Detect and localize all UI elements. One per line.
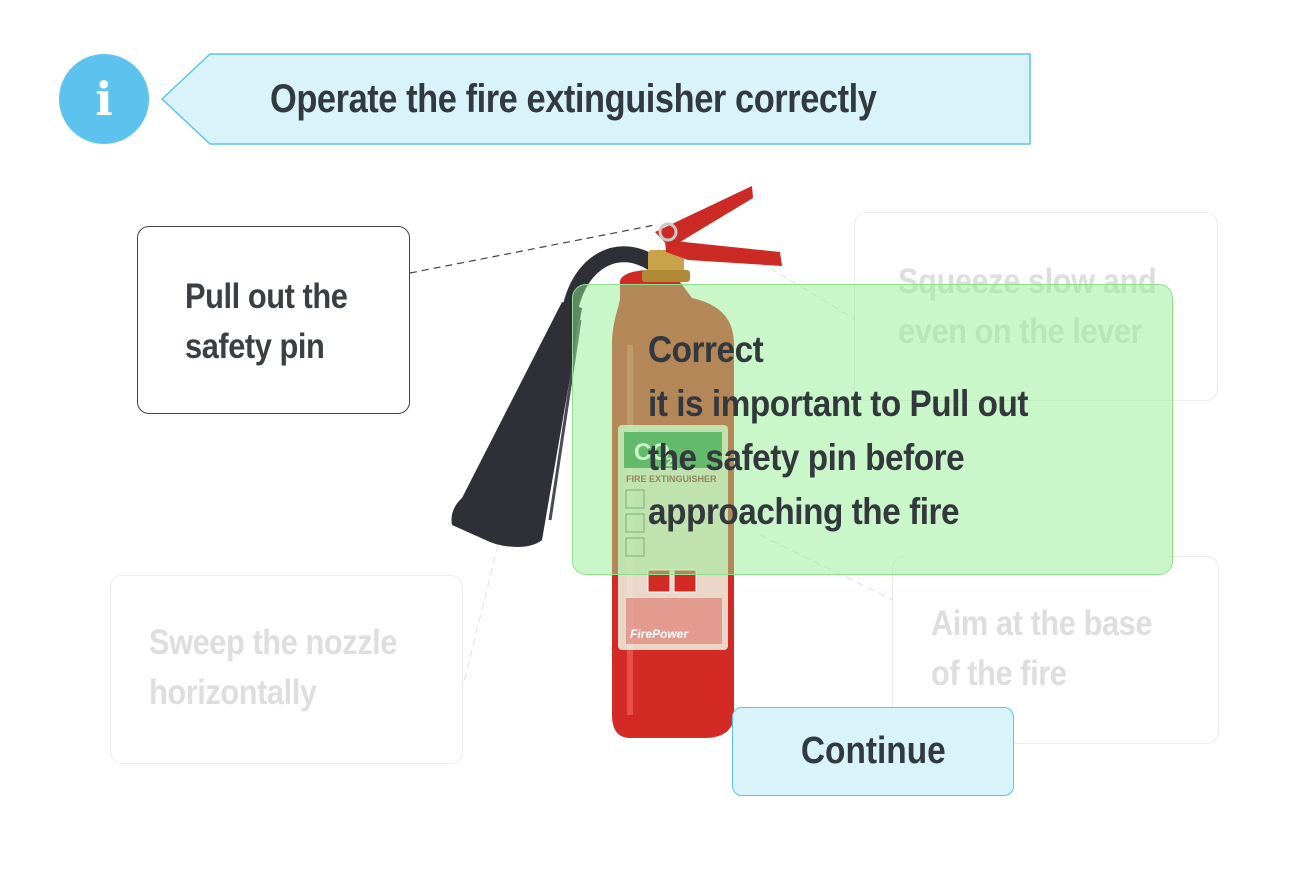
extinguisher-label-panel [618,425,728,650]
step-sweep-line2: horizontally [149,673,317,712]
extinguisher-bottom-lever [665,240,782,266]
extinguisher-gas-label: CO [634,439,670,466]
feedback-line-3: the safety pin before [648,437,965,478]
feedback-title: Correct [648,329,764,370]
step-sweep-line1: Sweep the nozzle [149,623,397,662]
step-pull-pin-line1: Pull out the [185,277,348,316]
extinguisher-top-lever [655,186,753,248]
step-aim-line2: of the fire [931,654,1067,693]
info-icon[interactable]: i [59,54,149,144]
title-banner-shape [160,53,1031,145]
step-aim-line1: Aim at the base [931,604,1153,643]
step-card-sweep[interactable]: Sweep the nozzle horizontally [110,575,463,764]
leader-line-aim [759,534,894,601]
page-title: Operate the fire extinguisher correctly [270,77,877,121]
step-squeeze-line1: Squeeze slow and [898,262,1157,301]
step-card-pull-pin[interactable]: Pull out the safety pin [137,226,410,414]
extinguisher-gas-subscript: 2 [666,455,673,469]
extinguisher-brand-label: FirePower [630,627,689,641]
continue-button-label: Continue [800,730,946,772]
safety-pin-ring [658,222,678,242]
feedback-panel: Correct it is important to Pull out the … [572,284,1173,575]
step-card-squeeze[interactable]: Squeeze slow and even on the lever [854,212,1218,401]
step-squeeze-line2: even on the lever [898,312,1143,351]
fire-extinguisher-image: CO 2 FIRE EXTINGUISHER FirePower [451,186,782,738]
info-icon-glyph: i [95,72,113,126]
continue-button[interactable]: Continue [732,707,1014,796]
feedback-line-2: it is important to Pull out [648,383,1029,424]
extinguisher-type-label: FIRE EXTINGUISHER [626,474,717,484]
step-pull-pin-line2: safety pin [185,327,325,366]
extinguisher-horn [451,302,582,547]
leader-line-sweep [461,544,499,691]
leader-line-pull-pin [409,224,656,274]
title-banner: Operate the fire extinguisher correctly [160,53,1032,146]
feedback-line-4: approaching the fire [648,491,960,532]
leader-line-squeeze [759,261,857,321]
